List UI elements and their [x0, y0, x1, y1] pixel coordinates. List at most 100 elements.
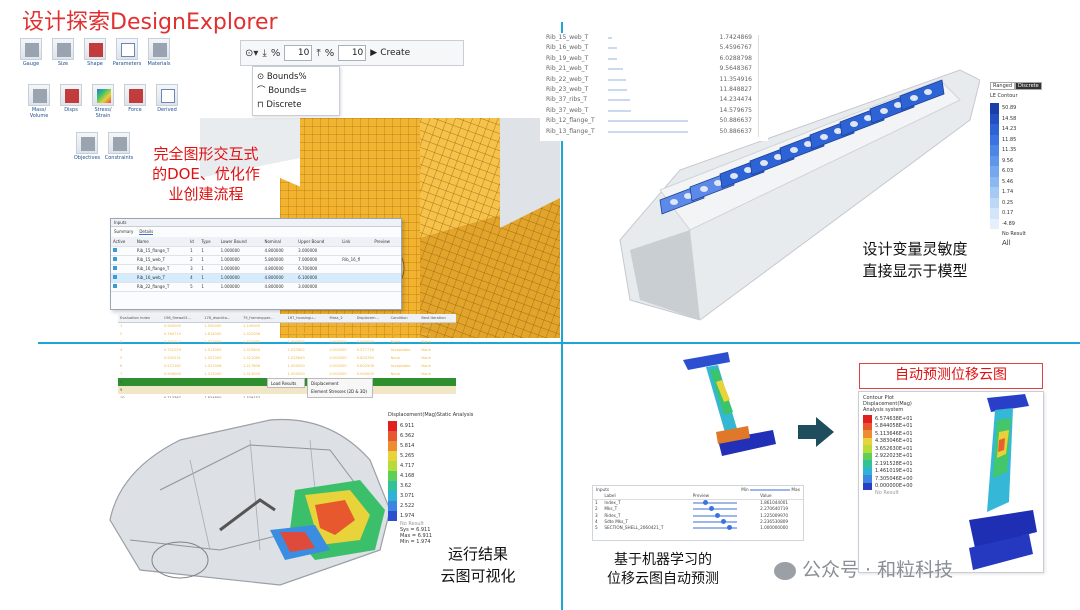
tab-summary[interactable]: Summary — [114, 229, 134, 234]
menu-item-discrete[interactable]: ⊓ Discrete — [257, 100, 302, 110]
value-slider[interactable] — [692, 525, 737, 531]
rib-hole — [894, 102, 902, 108]
menu-item-bounds-percent[interactable]: ⊙ Bounds% — [257, 72, 307, 82]
size-icon — [57, 43, 71, 57]
legend-swatch — [863, 437, 872, 445]
download-icon[interactable]: ⤓ — [262, 47, 267, 59]
gauge-button[interactable]: Gauge — [18, 38, 44, 68]
menu-item-bounds-equal[interactable]: ⌒ Bounds= — [257, 86, 307, 96]
disps-button[interactable]: Disps — [58, 84, 84, 119]
range-slider[interactable] — [749, 489, 790, 491]
legend-swatch — [863, 482, 872, 490]
value-slider[interactable] — [692, 506, 737, 512]
rib-hole — [880, 108, 888, 114]
legend-entry: 11.85 — [990, 134, 1062, 145]
size-button[interactable]: Size — [50, 38, 76, 68]
legend-swatch — [863, 452, 872, 460]
rib-hole — [820, 134, 828, 140]
legend-swatch — [388, 471, 397, 481]
rib-hole — [910, 95, 918, 101]
value-slider[interactable] — [692, 500, 737, 506]
stress-strain-button[interactable]: Stress/ Strain — [90, 84, 116, 119]
legend-swatch — [990, 145, 999, 156]
tab-details[interactable]: Details — [139, 229, 154, 235]
load-results-menu-item[interactable]: Load Results — [267, 378, 305, 388]
materials-button[interactable]: Materials — [146, 38, 172, 68]
rib-hole — [744, 167, 752, 173]
derived-button[interactable]: Derived — [154, 84, 180, 119]
legend-swatch — [990, 113, 999, 124]
submenu-displacement[interactable]: Displacement — [311, 381, 339, 386]
rib-hole — [804, 141, 812, 147]
contour-plot-panel: Contour Plot Displacement(Mag) Analysis … — [858, 391, 1044, 573]
rib-hole — [700, 186, 708, 192]
create-button[interactable]: ▶ Create — [370, 48, 411, 58]
upper-percent-input[interactable]: 10 — [338, 45, 367, 61]
rib-plate[interactable] — [899, 79, 945, 111]
legend-entry: 5.265 — [388, 451, 488, 461]
mass-volume-button[interactable]: Mass/ Volume — [26, 84, 52, 119]
legend-entry: 0.25 — [990, 197, 1062, 208]
legend-swatch — [990, 155, 999, 166]
shape-button[interactable]: Shape — [82, 38, 108, 68]
lower-percent-input[interactable]: 10 — [284, 45, 313, 61]
legend-swatch — [990, 197, 999, 208]
parameters-button[interactable]: Parameters — [113, 38, 141, 68]
constraints-button[interactable]: Constraints — [105, 132, 133, 162]
rib-hole — [834, 128, 842, 134]
legend-swatch — [990, 124, 999, 135]
list-scrollbar[interactable] — [758, 35, 764, 137]
constraints-icon — [113, 137, 127, 151]
ranged-toggle[interactable]: Ranged — [990, 82, 1016, 90]
discrete-toggle[interactable]: Discrete — [1015, 82, 1042, 90]
bounds-dropdown-icon[interactable]: ⊙▾ — [245, 47, 259, 59]
submenu-element-stresses[interactable]: Element Stresses (2D & 3D) — [311, 389, 367, 394]
value-slider[interactable] — [692, 512, 737, 518]
legend-entry: 2.922023E+01 — [863, 452, 943, 460]
objectives-button[interactable]: Objectives — [74, 132, 100, 162]
rib-hole — [760, 160, 768, 166]
force-button[interactable]: Force — [122, 84, 148, 119]
sensitivity-bar — [608, 99, 630, 102]
value-slider[interactable] — [692, 518, 737, 524]
load-results-submenu: Displacement Element Stresses (2D & 3D) — [307, 378, 373, 398]
legend-entry: 6.574638E+01 — [863, 415, 943, 423]
legend-swatch — [388, 481, 397, 491]
upload-icon[interactable]: ⤒ — [316, 47, 321, 59]
legend-entry: 5.46 — [990, 176, 1062, 187]
legend-entry: 3.62 — [388, 481, 488, 491]
force-icon — [129, 89, 143, 103]
legend-swatch — [863, 445, 872, 453]
